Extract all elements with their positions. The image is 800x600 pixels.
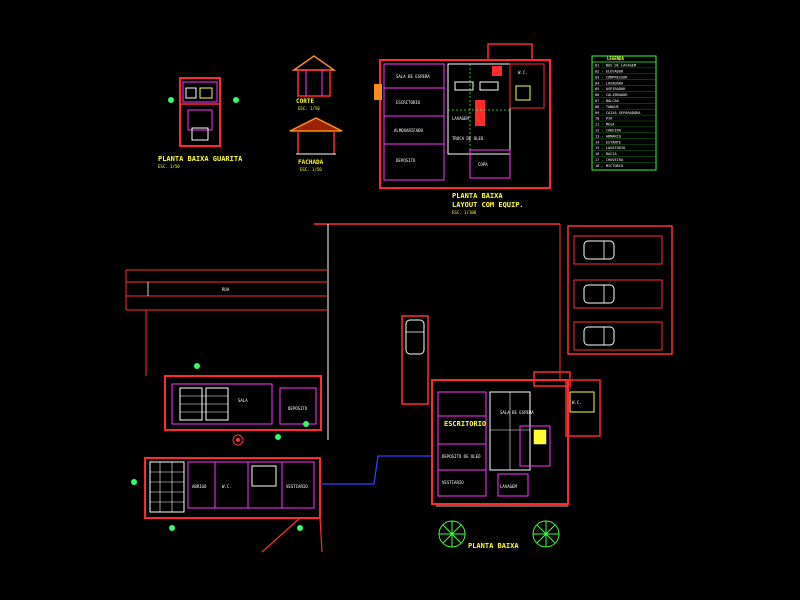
tree-icon — [438, 520, 466, 548]
north-marker — [275, 434, 281, 440]
facade-drawing: FACHADA ESC. 1/50 — [289, 117, 343, 172]
north-marker — [169, 525, 175, 531]
upper-plan: SALA DE ESPERA ESCRITORIO ALMOXARIFADO D… — [374, 43, 551, 215]
facade-title: FACHADA — [298, 159, 324, 166]
tree-icon — [532, 520, 560, 548]
legend-item: 17 - CHUVEIRO — [595, 158, 623, 162]
main-plan: ESCRITORIO SALA DE ESPERA DEPOSITO DE OL… — [431, 371, 601, 550]
room-label: W.C. — [572, 400, 582, 405]
room-label: DEPOSITO — [288, 406, 308, 411]
legend-item: 03 - COMPRESSOR — [595, 75, 628, 79]
legend-item: 06 - CALIBRADOR — [595, 93, 628, 97]
room-label: SALA DE ESPERA — [500, 410, 534, 415]
car-icon — [583, 284, 615, 304]
room-label: W.C. — [518, 70, 528, 75]
room-label: ESCRITORIO — [444, 420, 486, 428]
north-marker — [297, 525, 303, 531]
room-label: DEPOSITO — [396, 158, 416, 163]
legend-item: 02 - ELEVADOR — [595, 70, 624, 74]
upper-plan-scale: ESC. 1/100 — [452, 210, 477, 215]
legend-item: 16 - BACIA — [595, 152, 617, 156]
legend-item: 15 - LAVATORIO — [595, 146, 625, 150]
section-drawing: CORTE ESC. 1/50 — [291, 55, 337, 111]
north-marker — [233, 97, 239, 103]
legend-item: 05 - ASPIRADOR — [595, 87, 626, 91]
car-icon — [583, 326, 615, 346]
site-boundary: RUA — [125, 223, 561, 440]
room-label: SALA — [238, 398, 248, 403]
room-label: LAVAGEM — [452, 116, 469, 121]
room-label: DEPOSITO DE OLEO — [442, 454, 481, 459]
guard-plan-scale: ESC. 1/50 — [158, 164, 180, 169]
legend-header: LEGENDA — [607, 56, 624, 61]
north-marker — [194, 363, 200, 369]
legend-item: 13 - ARMARIO — [595, 134, 621, 138]
legend-item: 08 - TANQUE — [595, 105, 619, 109]
north-marker — [131, 479, 137, 485]
legend-item: 07 - BALCAO — [595, 99, 619, 103]
legend-item: 11 - MESA — [595, 123, 615, 127]
road-label: RUA — [222, 287, 230, 292]
room-label: SALA DE ESPERA — [396, 74, 430, 79]
room-label: ALMOXARIFADO — [394, 128, 423, 133]
room-label: ESCRITORIO — [396, 100, 421, 105]
room-label: TROCA DE OLEO — [452, 136, 484, 141]
legend-item: 12 - CADEIRA — [595, 129, 622, 133]
room-label: LAVAGEM — [500, 484, 517, 489]
room-label: W.C. — [222, 484, 232, 489]
tiled-area — [149, 461, 185, 513]
guard-plan: PLANTA BAIXA GUARITA ESC. 1/50 — [158, 77, 243, 169]
legend-item: 01 - BOX DE LAVAGEM — [595, 64, 637, 68]
legend-item: 09 - CAIXA SEPARADORA — [595, 111, 641, 115]
legend-item: 18 - MICTORIO — [595, 164, 623, 168]
room-label: COPA — [478, 162, 488, 167]
facade-scale: ESC. 1/50 — [300, 167, 322, 172]
room-label: VESTIARIO — [442, 480, 464, 485]
annex-building: SALA DEPOSITO ABRIGO W.C. VESTIARIO — [131, 363, 323, 553]
upper-plan-subtitle: LAYOUT COM EQUIP. — [452, 201, 524, 209]
room-label: ABRIGO — [192, 484, 207, 489]
driveway — [401, 315, 429, 405]
car-icon — [405, 319, 425, 355]
section-title: CORTE — [296, 98, 314, 105]
north-marker — [303, 421, 309, 427]
guard-plan-title: PLANTA BAIXA GUARITA — [158, 155, 243, 163]
north-marker — [168, 97, 174, 103]
section-scale: ESC. 1/50 — [298, 106, 320, 111]
legend-item: 14 - ESTANTE — [595, 140, 621, 144]
upper-plan-title: PLANTA BAIXA — [452, 192, 503, 200]
legend-item: 04 - LAVADORA — [595, 81, 624, 85]
parking-area — [567, 225, 673, 355]
car-icon — [583, 240, 615, 260]
legend-item: 10 - PIA — [595, 117, 613, 121]
room-label: VESTIARIO — [286, 484, 308, 489]
pipe-line — [322, 455, 432, 485]
legend-box: LEGENDA 01 - BOX DE LAVAGEM 02 - ELEVADOR… — [591, 55, 657, 171]
main-plan-title: PLANTA BAIXA — [468, 542, 519, 550]
